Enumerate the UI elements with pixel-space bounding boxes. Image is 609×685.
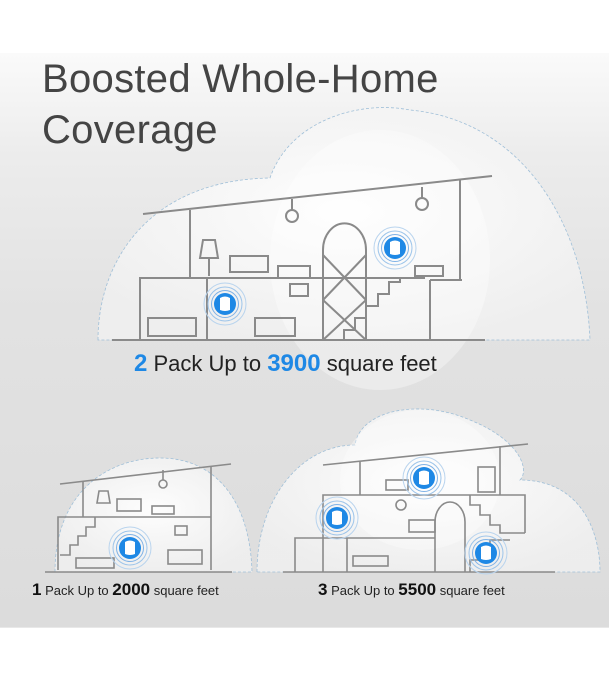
title-line-2: Coverage — [42, 108, 218, 152]
footer-whitespace — [0, 627, 609, 685]
two-pack-caption: 2 Pack Up to 3900 square feet — [134, 350, 437, 378]
pack-suffix: square feet — [436, 583, 505, 598]
pack-suffix: square feet — [320, 351, 437, 376]
title-line-1: Boosted Whole-Home — [42, 57, 439, 101]
three-pack-illustration — [256, 408, 601, 575]
two-pack-illustration — [97, 107, 591, 390]
three-pack-caption: 3 Pack Up to 5500 square feet — [318, 580, 505, 600]
one-pack-caption: 1 Pack Up to 2000 square feet — [32, 580, 219, 600]
pack-area: 2000 — [112, 580, 151, 599]
pack-prefix: Pack Up to — [41, 583, 113, 598]
page-title: Boosted Whole-Home Coverage — [42, 54, 439, 156]
pack-prefix: Pack Up to — [327, 583, 399, 598]
coverage-cloud — [97, 107, 591, 390]
pack-count: 3 — [318, 580, 328, 599]
pack-prefix: Pack Up to — [147, 351, 268, 376]
pack-area: 3900 — [267, 350, 321, 377]
pack-count: 1 — [32, 580, 42, 599]
pack-suffix: square feet — [150, 583, 219, 598]
house-outline — [112, 175, 493, 341]
pack-count: 2 — [134, 350, 148, 377]
one-pack-illustration — [45, 457, 253, 573]
pack-area: 5500 — [398, 580, 437, 599]
